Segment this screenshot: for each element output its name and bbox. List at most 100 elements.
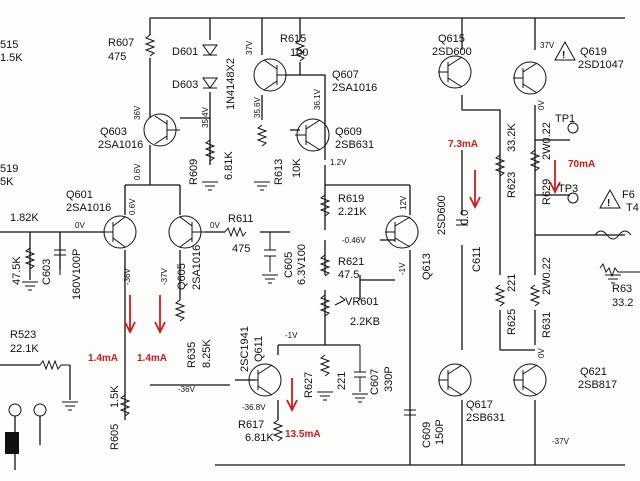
warning-triangle-icon xyxy=(554,40,576,61)
resistor-left-1 xyxy=(24,247,36,270)
ground-symbol xyxy=(202,181,218,191)
transistor-q603 xyxy=(143,113,180,147)
r619-label: R621 xyxy=(338,256,364,268)
resistor-r629 xyxy=(529,149,541,172)
q611-wire xyxy=(235,344,325,420)
r623-label: R627 xyxy=(303,372,315,398)
c607-label: C607 xyxy=(369,369,381,395)
r629-value: 2W0.22 xyxy=(541,122,553,160)
fuse-coil xyxy=(594,230,632,240)
resistor-r619 xyxy=(319,254,331,277)
r607-value: 475 xyxy=(108,51,126,63)
right-fragment: 33.2 xyxy=(612,297,633,309)
diode-d601 xyxy=(202,44,218,56)
resistor-r523 xyxy=(39,359,70,371)
warning-mark: ! xyxy=(562,50,565,61)
voltage-label: -36.8V xyxy=(242,403,266,412)
voltage-label: 0V xyxy=(75,221,85,230)
voltage-label: -1V xyxy=(398,262,407,275)
diode-part: 1N4148X2 xyxy=(225,58,237,110)
q605-wire xyxy=(179,185,290,300)
tp3-label: TP3 xyxy=(558,183,578,195)
r623-value: 221 xyxy=(336,372,348,390)
resistor-r613 xyxy=(256,124,268,147)
q613-label: Q613 xyxy=(421,253,433,280)
terminal xyxy=(33,403,47,417)
warning-mark: ! xyxy=(607,198,610,209)
r613-label: R613 xyxy=(273,159,285,185)
vr601-value: 2.2KB xyxy=(350,316,380,328)
ground-symbol xyxy=(22,281,38,291)
voltage-label: -36V xyxy=(123,267,132,285)
current-arrow xyxy=(154,295,166,335)
resistor-r625 xyxy=(494,154,506,177)
current-label: 70mA xyxy=(568,159,595,170)
ground-symbol xyxy=(254,181,270,191)
voltage-label: 0.6V xyxy=(128,198,137,215)
warning-triangle-icon xyxy=(599,188,621,209)
tp1-label: TP1 xyxy=(555,113,575,125)
r611-label: R611 xyxy=(228,213,253,225)
d603-label: D603 xyxy=(172,79,198,91)
ground-symbol xyxy=(605,274,621,284)
q611-part: 2SC1941 xyxy=(239,326,251,372)
terminal xyxy=(8,403,22,417)
q621-part: 2SB817 xyxy=(578,379,617,391)
r625-label: R623 xyxy=(506,172,518,198)
r523-wire xyxy=(0,364,71,400)
c611-value: 0.0 xyxy=(459,210,471,225)
q605-label: Q605 xyxy=(176,263,188,290)
voltage-label: -36V xyxy=(178,385,196,394)
d601-label: D601 xyxy=(172,46,198,58)
c605-label: C605 xyxy=(283,252,295,278)
r621-value: 6.81K xyxy=(245,432,274,444)
voltage-label: 37V xyxy=(245,40,254,55)
current-label: 7.3mA xyxy=(448,139,478,150)
r625-value: 33.2K xyxy=(506,123,518,152)
q621-label: Q621 xyxy=(580,366,607,378)
r627-value: 221 xyxy=(506,274,518,292)
resistor-r609 xyxy=(204,139,216,162)
q603-collector-wire xyxy=(149,145,180,186)
r605-value: 1.5K xyxy=(109,385,121,408)
test-point-tp3 xyxy=(567,192,579,204)
resistor-r633 xyxy=(599,262,640,278)
capacitor-c603 xyxy=(54,249,66,275)
q607-part: 2SA1016 xyxy=(332,82,377,94)
capacitor-c605 xyxy=(264,232,276,272)
current-label: 13.5mA xyxy=(285,429,321,440)
left-resistor-value: 1.82K xyxy=(10,212,39,224)
r635-label: R635 xyxy=(186,342,198,368)
voltage-label: 0V xyxy=(537,348,546,358)
q609-label: Q609 xyxy=(335,126,362,138)
current-arrow xyxy=(469,170,481,210)
q619-part: 2SD1047 xyxy=(578,59,624,71)
test-point-tp1 xyxy=(567,122,579,134)
voltage-label: -1V xyxy=(285,331,298,340)
current-label: 1.4mA xyxy=(137,353,167,364)
current-arrow xyxy=(286,378,298,413)
ground-symbol xyxy=(262,274,278,284)
resistor-r607 xyxy=(144,34,156,57)
capacitor-c611 xyxy=(456,219,468,226)
q603-label: Q603 xyxy=(100,126,127,138)
r631-value: 2W0.22 xyxy=(541,257,553,295)
c609-value: 150P xyxy=(434,419,446,445)
r635-value: 8.25K xyxy=(201,339,213,368)
q603-part: 2SA1016 xyxy=(98,139,143,151)
current-arrow xyxy=(549,160,561,195)
output-wire xyxy=(534,18,625,236)
r615-label: R615 xyxy=(280,33,306,45)
transistor-q617 xyxy=(438,363,472,397)
transistor-q601 xyxy=(103,215,137,249)
voltage-label: 36V xyxy=(133,105,142,120)
voltage-label: 36.1V xyxy=(313,88,322,110)
transistor-q611 xyxy=(248,363,282,397)
r617-value: 2.21K xyxy=(338,206,367,218)
right-fragment: F6 xyxy=(622,189,635,201)
voltage-label: -0.46V xyxy=(342,236,366,245)
r615-value: 100 xyxy=(290,47,308,59)
resistor-r631 xyxy=(529,284,541,307)
q613-wire xyxy=(380,185,411,465)
